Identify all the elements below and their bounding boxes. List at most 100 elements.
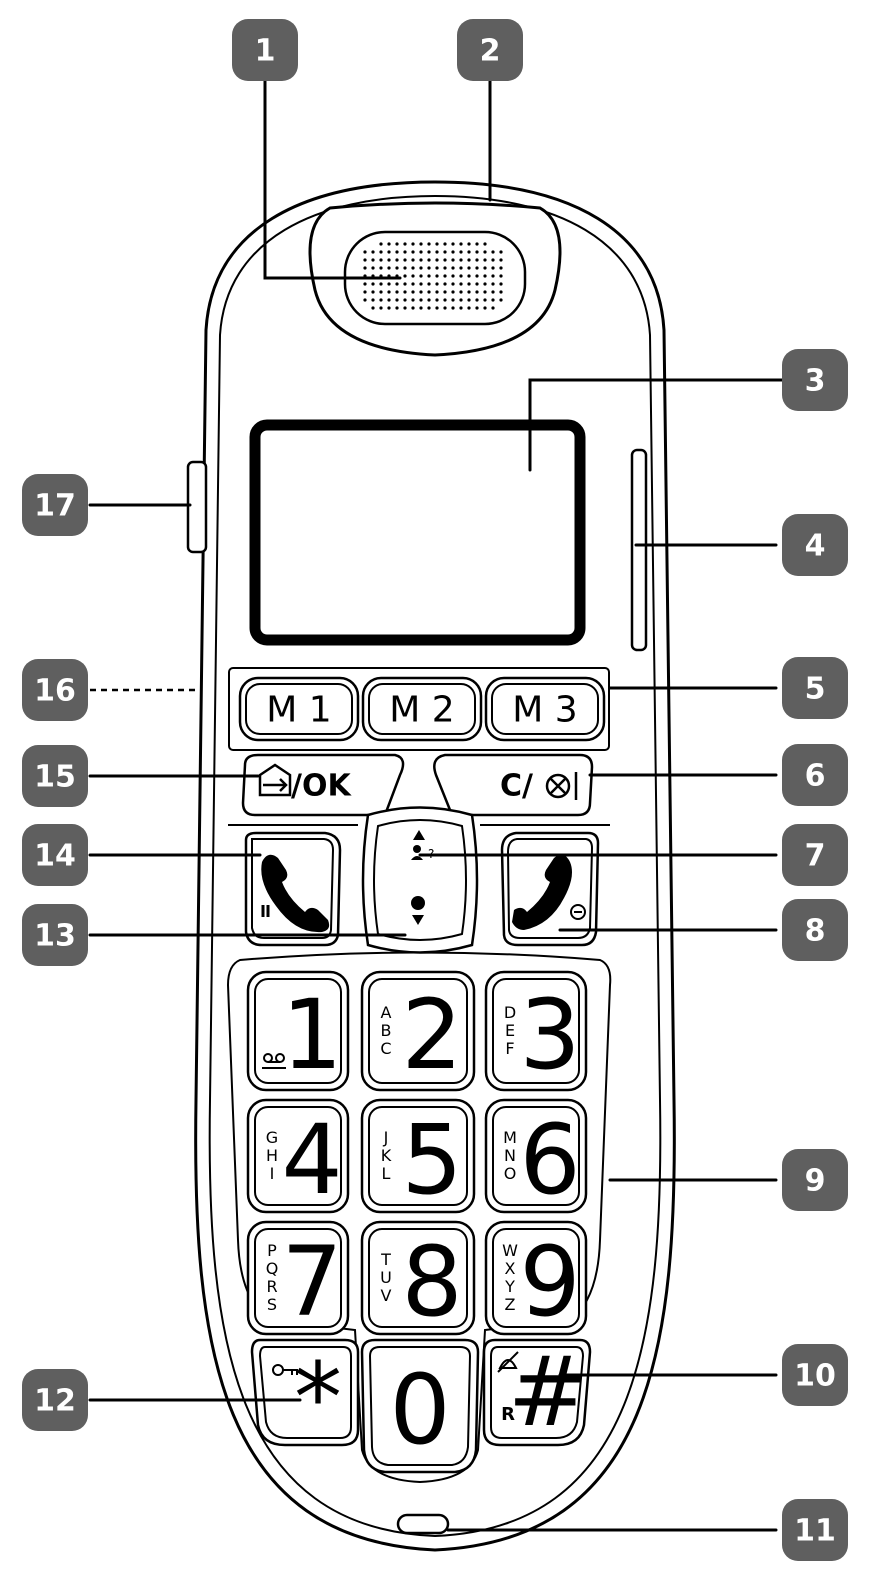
key-0[interactable]: 0	[360, 1338, 480, 1474]
grille-dot	[467, 282, 471, 286]
talk-handset-icon	[261, 854, 330, 933]
grille-dot	[427, 306, 431, 310]
grille-dot	[491, 258, 495, 262]
no-ring-icon	[497, 1351, 519, 1373]
grille-dot	[435, 298, 439, 302]
grille-dot	[427, 282, 431, 286]
grille-dot	[371, 258, 375, 262]
grille-dot	[371, 290, 375, 294]
screen	[249, 419, 586, 646]
key-digit: 6	[519, 1104, 580, 1216]
callout-16: 16	[22, 659, 88, 721]
grille-dot	[451, 282, 455, 286]
grille-dot	[363, 258, 367, 262]
end-key[interactable]	[500, 831, 600, 947]
grille-dot	[371, 282, 375, 286]
grille-dot	[427, 258, 431, 262]
grille-dot	[459, 306, 463, 310]
memory-key-m2[interactable]: M 2	[361, 676, 483, 742]
key-hash[interactable]: R #	[482, 1336, 592, 1448]
callout-label: 6	[805, 759, 826, 794]
grille-dot	[371, 298, 375, 302]
key-letter: G	[266, 1128, 278, 1147]
key-letter: P	[267, 1241, 277, 1260]
side-button-left[interactable]	[186, 460, 208, 554]
grille-dot	[403, 274, 407, 278]
grille-dot	[451, 274, 455, 278]
grille-dot	[491, 274, 495, 278]
grille-dot	[395, 306, 399, 310]
key-letter: L	[382, 1164, 391, 1183]
grille-dot	[499, 266, 503, 270]
side-volume-button[interactable]	[630, 448, 648, 652]
grille-dot	[419, 250, 423, 254]
callout-label: 8	[805, 914, 826, 949]
grille-dot	[459, 274, 463, 278]
callout-9: 9	[782, 1149, 848, 1211]
callout-label: 9	[805, 1164, 826, 1199]
memory-key-m1[interactable]: M 1	[238, 676, 360, 742]
grille-dot	[435, 258, 439, 262]
key-letter: D	[504, 1003, 516, 1022]
grille-dot	[427, 298, 431, 302]
navigation-key[interactable]: ?	[361, 806, 479, 954]
grille-dot	[403, 306, 407, 310]
key-letter: S	[267, 1295, 277, 1314]
grille-dot	[419, 298, 423, 302]
grille-dot	[467, 298, 471, 302]
earpiece	[308, 201, 562, 357]
grille-dot	[379, 266, 383, 270]
grille-dot	[435, 290, 439, 294]
grille-dot	[451, 266, 455, 270]
key-letter: F	[505, 1039, 514, 1058]
key-1[interactable]: 1	[246, 970, 350, 1092]
grille-dot	[451, 258, 455, 262]
grille-dot	[395, 290, 399, 294]
memory-key-label: M 3	[512, 690, 577, 731]
grille-dot	[467, 274, 471, 278]
grille-dot	[419, 274, 423, 278]
key-digit: 1	[281, 979, 342, 1091]
grille-dot	[395, 258, 399, 262]
grille-dot	[499, 258, 503, 262]
grille-dot	[387, 258, 391, 262]
grille-dot	[443, 266, 447, 270]
grille-dot	[427, 290, 431, 294]
memory-key-m3[interactable]: M 3	[484, 676, 606, 742]
grille-dot	[483, 290, 487, 294]
grille-dot	[411, 274, 415, 278]
talk-key[interactable]	[244, 831, 342, 947]
grille-dot	[467, 258, 471, 262]
grille-dot	[419, 258, 423, 262]
grille-dot	[451, 290, 455, 294]
key-letter: W	[502, 1241, 518, 1260]
grille-dot	[435, 250, 439, 254]
callout-10: 10	[782, 1344, 848, 1406]
grille-dot	[443, 306, 447, 310]
grille-dot	[451, 242, 455, 246]
grille-dot	[435, 242, 439, 246]
callout-label: 5	[805, 672, 826, 707]
soft-key-right-clear-mute[interactable]: C/	[433, 753, 594, 817]
key-star[interactable]: *	[250, 1338, 360, 1454]
grille-dot	[483, 274, 487, 278]
grille-dot	[483, 306, 487, 310]
key-letters: ABC	[380, 1003, 391, 1058]
grille-dot	[411, 290, 415, 294]
grille-dot	[451, 306, 455, 310]
grille-dot	[483, 282, 487, 286]
grille-dot	[387, 306, 391, 310]
grille-dot	[371, 266, 375, 270]
grille-dot	[363, 290, 367, 294]
soft-key-left-menu-ok[interactable]: /OK	[241, 753, 405, 817]
